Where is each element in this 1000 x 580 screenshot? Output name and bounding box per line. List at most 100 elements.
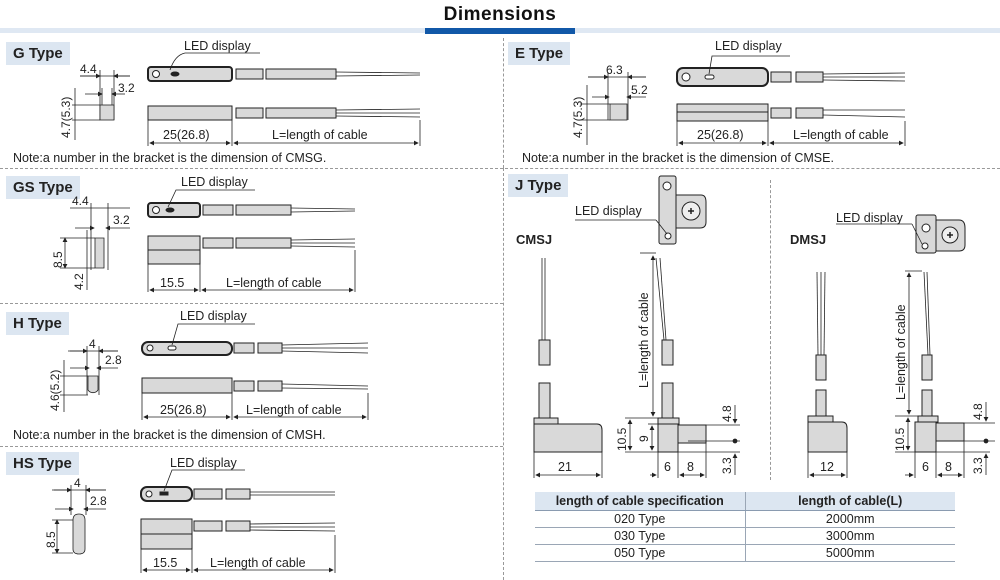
hs-type-side-views (140, 486, 336, 550)
cmsj-front-view (533, 258, 603, 478)
cmsj-top-view (658, 175, 707, 245)
dmsj-top-view (915, 214, 966, 254)
cmsj-dim-bottom: 3.3 (720, 457, 734, 474)
dmsj-dim-top: 4.8 (971, 403, 985, 420)
dmsj-dim-width: 12 (820, 460, 834, 474)
g-type-side-views (147, 66, 421, 121)
page-title: Dimensions (443, 4, 557, 25)
table-header-row: length of cable specification length of … (535, 492, 955, 511)
dmsj-dim-h-total: 10.5 (893, 427, 907, 451)
divider-e-j (505, 168, 1000, 169)
cmsj-dim-top: 4.8 (720, 405, 734, 422)
hs-type-cross-section (52, 485, 106, 555)
g-cable-label: L=length of cable (272, 128, 368, 142)
h-dim-width-inner: 2.8 (105, 353, 122, 367)
hs-dim-width-outer: 4 (74, 476, 81, 490)
cmsj-led-label: LED display (575, 204, 642, 218)
divider-cmsj-dmsj (770, 180, 771, 480)
table-cell-spec: 020 Type (535, 510, 746, 528)
e-type-side-views (676, 67, 906, 122)
gs-type-side-views (147, 202, 356, 265)
hs-dim-height: 8.5 (44, 531, 58, 548)
e-type-label: E Type (508, 42, 571, 65)
e-cable-label: L=length of cable (793, 128, 889, 142)
dmsj-dim-lines (895, 270, 995, 478)
e-dim-height: 4.7(5.3) (571, 97, 585, 138)
dmsj-dim-bottom: 3.3 (971, 457, 985, 474)
table-cell-length: 5000mm (745, 544, 955, 562)
h-dim-width-outer: 4 (89, 337, 96, 351)
table-cell-length: 2000mm (745, 510, 955, 528)
g-type-note: Note:a number in the bracket is the dime… (13, 151, 327, 165)
gs-led-label: LED display (181, 175, 248, 189)
gs-dim-length: 15.5 (160, 276, 184, 290)
h-dim-length: 25(26.8) (160, 403, 207, 417)
e-dim-length: 25(26.8) (697, 128, 744, 142)
dmsj-side-view (914, 271, 965, 453)
table-row: 020 Type 2000mm (535, 510, 955, 528)
gs-type-label: GS Type (6, 176, 80, 199)
cmsj-dim-lines (625, 252, 740, 478)
cmsj-dim-h-body: 9 (637, 435, 651, 442)
h-type-cross-section (60, 346, 118, 412)
dmsj-led-leader (836, 223, 923, 245)
gs-cable-label: L=length of cable (226, 276, 322, 290)
e-dim-width-outer: 6.3 (606, 63, 623, 77)
hs-type-dim-lines (140, 469, 336, 573)
g-dim-length: 25(26.8) (163, 128, 210, 142)
g-led-label: LED display (184, 39, 251, 53)
divider-vertical-top (503, 38, 504, 168)
cmsj-dim-width: 21 (558, 460, 572, 474)
h-type-side-views (141, 341, 369, 394)
cmsj-led-leader (575, 219, 668, 235)
gs-dim-width-outer: 4.4 (72, 194, 89, 208)
j-type-label: J Type (508, 174, 569, 197)
cmsj-dim-h-total: 10.5 (615, 427, 629, 451)
dmsj-led-label: LED display (836, 211, 903, 225)
hs-cable-label: L=length of cable (210, 556, 306, 570)
h-led-label: LED display (180, 309, 247, 323)
gs-dim-height-bottom: 4.2 (72, 273, 86, 290)
gs-dim-width-inner: 3.2 (113, 213, 130, 227)
e-type-note: Note:a number in the bracket is the dime… (522, 151, 834, 165)
table-cell-spec: 030 Type (535, 527, 746, 545)
cmsj-dim-w-right: 8 (687, 460, 694, 474)
dmsj-dim-w-right: 8 (945, 460, 952, 474)
dmsj-dim-w-left: 6 (922, 460, 929, 474)
hs-dim-length: 15.5 (153, 556, 177, 570)
g-dim-width-inner: 3.2 (118, 81, 135, 95)
h-cable-label: L=length of cable (246, 403, 342, 417)
g-type-label: G Type (6, 42, 70, 65)
title-accent-bar (425, 28, 575, 34)
dmsj-front-view (807, 271, 848, 478)
e-dim-width-inner: 5.2 (631, 83, 648, 97)
cmsj-label: CMSJ (516, 232, 553, 247)
table-cell-spec: 050 Type (535, 544, 746, 562)
dmsj-label: DMSJ (790, 232, 827, 247)
cmsj-side-view (655, 257, 707, 453)
h-type-note: Note:a number in the bracket is the dime… (13, 428, 326, 442)
hs-type-label: HS Type (6, 452, 79, 475)
h-dim-height: 4.6(5.2) (48, 370, 62, 411)
gs-dim-height-top: 8.5 (51, 251, 65, 268)
g-dim-width-outer: 4.4 (80, 62, 97, 76)
cmsj-dim-w-left: 6 (664, 460, 671, 474)
table-header-spec: length of cable specification (535, 492, 746, 511)
h-type-dim-lines (141, 323, 369, 420)
g-type-dim-lines (147, 52, 421, 146)
hs-led-label: LED display (170, 456, 237, 470)
divider-g-gs (0, 168, 503, 169)
table-row: 050 Type 5000mm (535, 544, 955, 562)
table-cell-length: 3000mm (745, 527, 955, 545)
hs-dim-width-inner: 2.8 (90, 494, 107, 508)
g-type-cross-section (72, 70, 130, 140)
gs-type-dim-lines (147, 189, 356, 293)
e-type-dim-lines (676, 55, 906, 146)
divider-vertical-bottom (503, 168, 504, 580)
cmsj-cable-label: L=length of cable (637, 292, 651, 388)
dmsj-cable-label: L=length of cable (894, 304, 908, 400)
table-header-length: length of cable(L) (745, 492, 955, 511)
g-dim-height: 4.7(5.3) (59, 97, 73, 138)
cable-length-table: length of cable specification length of … (535, 492, 955, 562)
